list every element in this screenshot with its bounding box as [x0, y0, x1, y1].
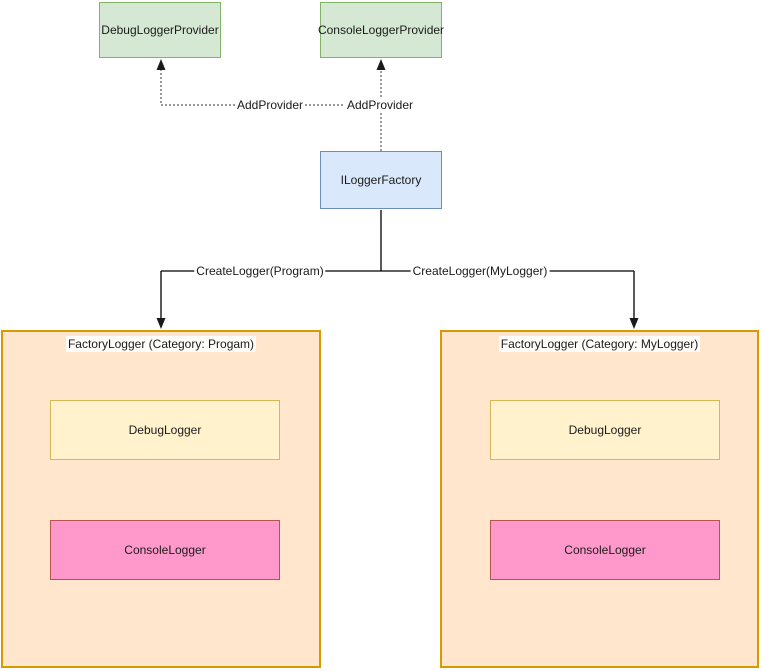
edge-createlogger-trunk — [160, 210, 635, 319]
node-console-logger-provider: ConsoleLoggerProvider — [317, 2, 445, 58]
arrowhead-factory-right — [629, 318, 639, 329]
container-factory-logger-program-title-text: FactoryLogger (Category: Progam) — [65, 336, 257, 352]
container-factory-logger-mylogger-title-text: FactoryLogger (Category: MyLogger) — [498, 336, 701, 352]
edge-label-create-logger-program: CreateLogger(Program) — [194, 264, 326, 278]
container-factory-logger-program-title: FactoryLogger (Category: Progam) — [3, 336, 319, 352]
node-debug-logger-provider: DebugLoggerProvider — [99, 2, 221, 58]
edge-label-create-logger-mylogger: CreateLogger(MyLogger) — [410, 264, 550, 278]
edge-label-add-provider-left: AddProvider — [234, 98, 306, 112]
edge-label-add-provider-right: AddProvider — [344, 98, 416, 112]
container-factory-logger-mylogger: FactoryLogger (Category: MyLogger) — [440, 330, 759, 668]
node-debug-logger-left-label: DebugLogger — [128, 423, 202, 437]
node-console-logger-provider-label: ConsoleLoggerProvider — [317, 23, 445, 37]
node-debug-logger-provider-label: DebugLoggerProvider — [101, 23, 219, 37]
node-console-logger-right-label: ConsoleLogger — [564, 543, 646, 557]
node-ilogger-factory-label: ILoggerFactory — [340, 173, 422, 187]
node-console-logger-left: ConsoleLogger — [50, 520, 280, 580]
node-ilogger-factory: ILoggerFactory — [320, 151, 442, 209]
node-debug-logger-right: DebugLogger — [490, 400, 720, 460]
arrowhead-factory-left — [156, 318, 166, 329]
arrowhead-consoleprovider — [376, 59, 386, 70]
node-debug-logger-right-label: DebugLogger — [568, 423, 642, 437]
container-factory-logger-mylogger-title: FactoryLogger (Category: MyLogger) — [442, 336, 757, 352]
node-console-logger-right: ConsoleLogger — [490, 520, 720, 580]
node-debug-logger-left: DebugLogger — [50, 400, 280, 460]
container-factory-logger-program: FactoryLogger (Category: Progam) — [1, 330, 321, 668]
node-console-logger-left-label: ConsoleLogger — [124, 543, 206, 557]
arrowhead-debugprovider — [156, 59, 166, 70]
